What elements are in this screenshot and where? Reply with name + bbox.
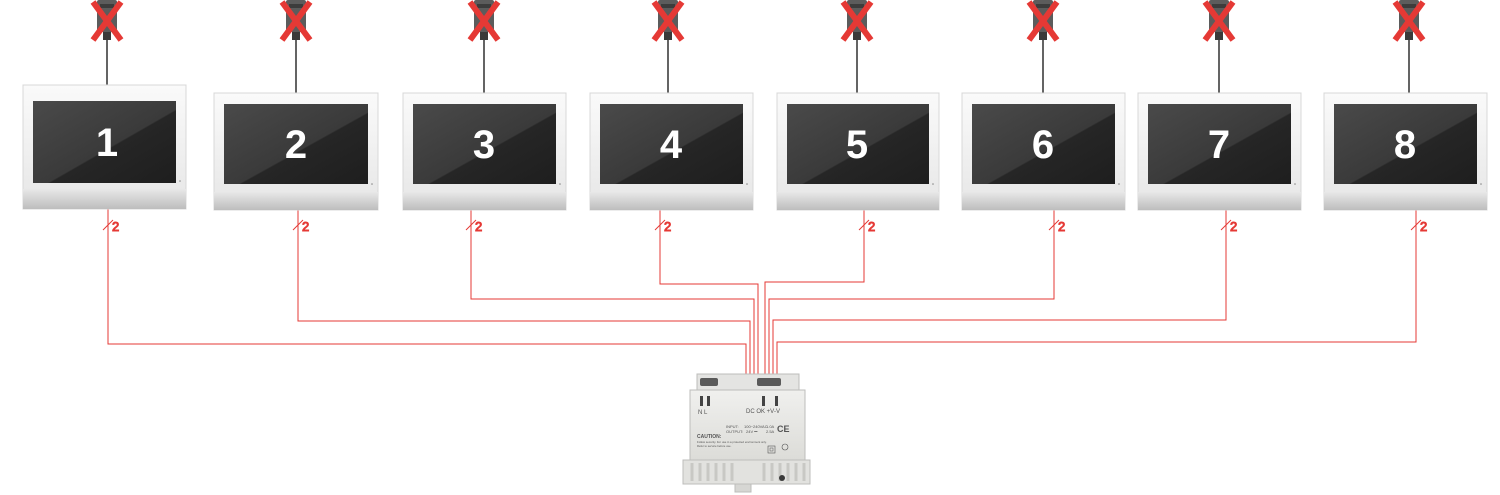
psu-output-current: 2.5A <box>766 429 775 434</box>
monitor-screen <box>1148 104 1291 184</box>
wire-count-label: 2 <box>1420 219 1427 234</box>
psu-input-value: 100~240VAC <box>744 424 768 429</box>
monitor-number: 8 <box>1394 123 1416 167</box>
cross-out-icon <box>1392 0 1426 42</box>
wire-monitor-4 <box>659 210 759 380</box>
wire-monitor-2 <box>297 210 751 380</box>
psu-input-label: INPUT: <box>726 424 739 429</box>
psu-terminal-nl: N L <box>698 410 708 416</box>
cross-out-icon <box>651 0 685 42</box>
monitor-screen <box>787 104 929 184</box>
wire-count-label: 2 <box>1230 219 1237 234</box>
monitor-number: 1 <box>96 121 118 165</box>
indoor-monitor-7: 7 <box>1137 92 1302 211</box>
wire-count-slash <box>465 219 477 231</box>
wire-monitor-3 <box>470 210 755 380</box>
psu-terminal-neg: -V <box>774 409 780 415</box>
cross-out-icon <box>90 0 124 42</box>
psu-caution-line2: Refer to service before use. <box>697 444 732 448</box>
wire-monitor-6 <box>768 210 1055 380</box>
ce-mark: CE <box>777 424 790 434</box>
cross-out-icon <box>1026 0 1060 42</box>
wire-count-slash <box>1220 219 1232 231</box>
indoor-monitor-1: 1 <box>22 84 187 210</box>
wire-count-label: 2 <box>302 219 309 234</box>
monitor-number: 7 <box>1208 123 1230 167</box>
adapter-group <box>90 0 1426 95</box>
cross-out-icon <box>467 0 501 42</box>
monitor-number: 2 <box>285 123 307 167</box>
monitor-screen <box>33 101 176 183</box>
indoor-monitor-5: 5 <box>776 92 940 211</box>
cross-out-icon <box>840 0 874 42</box>
wire-count-slash <box>102 219 114 231</box>
wire-count-label: 2 <box>112 219 119 234</box>
monitor-group: 1 2 3 4 5 6 7 8 <box>22 84 1488 211</box>
wire-count-label: 2 <box>868 219 875 234</box>
monitor-screen <box>972 104 1115 184</box>
psu-output-label: OUTPUT: <box>726 429 743 434</box>
monitor-number: 5 <box>846 123 868 167</box>
wire-count-slash <box>654 219 666 231</box>
indoor-monitor-8: 8 <box>1323 92 1488 211</box>
monitor-number: 3 <box>473 123 495 167</box>
wire-monitor-7 <box>772 210 1227 380</box>
monitor-screen <box>413 104 556 184</box>
cross-out-icon <box>1202 0 1236 42</box>
wire-count-slash <box>1410 219 1422 231</box>
psu-caution-line1: Follow security. For use in a protected … <box>697 440 767 444</box>
adjust-knob-icon <box>781 443 789 451</box>
power-supply-unit: N L DC OK +V -V INPUT: 100~240VAC 1.0A O… <box>682 373 811 493</box>
psu-input-current: 1.0A <box>766 424 775 429</box>
monitor-screen <box>600 104 743 184</box>
psu-output-value: 24V ⎓ <box>746 429 758 434</box>
cross-out-icon <box>279 0 313 42</box>
indoor-monitor-6: 6 <box>961 92 1126 211</box>
psu-terminal-dc: DC OK +V <box>746 409 774 415</box>
wire-count-slash <box>292 219 304 231</box>
wire-count-label: 2 <box>1058 219 1065 234</box>
double-insulation-icon <box>767 445 776 454</box>
monitor-number: 6 <box>1032 123 1054 167</box>
wire-monitor-8 <box>776 210 1417 380</box>
wire-count-slash <box>1048 219 1060 231</box>
wire-monitor-1 <box>107 209 747 380</box>
wiring-lines: 2 2 2 2 2 2 2 2 <box>102 209 1428 380</box>
wire-monitor-5 <box>764 210 865 380</box>
monitor-number: 4 <box>660 123 683 167</box>
wire-count-label: 2 <box>664 219 671 234</box>
wire-count-label: 2 <box>475 219 482 234</box>
monitor-screen <box>1334 104 1477 184</box>
indoor-monitor-3: 3 <box>402 92 567 211</box>
psu-caution-title: CAUTION: <box>697 434 722 440</box>
indoor-monitor-2: 2 <box>213 92 379 211</box>
monitor-screen <box>224 104 368 184</box>
indoor-monitor-4: 4 <box>589 92 754 211</box>
wire-count-slash <box>858 219 870 231</box>
